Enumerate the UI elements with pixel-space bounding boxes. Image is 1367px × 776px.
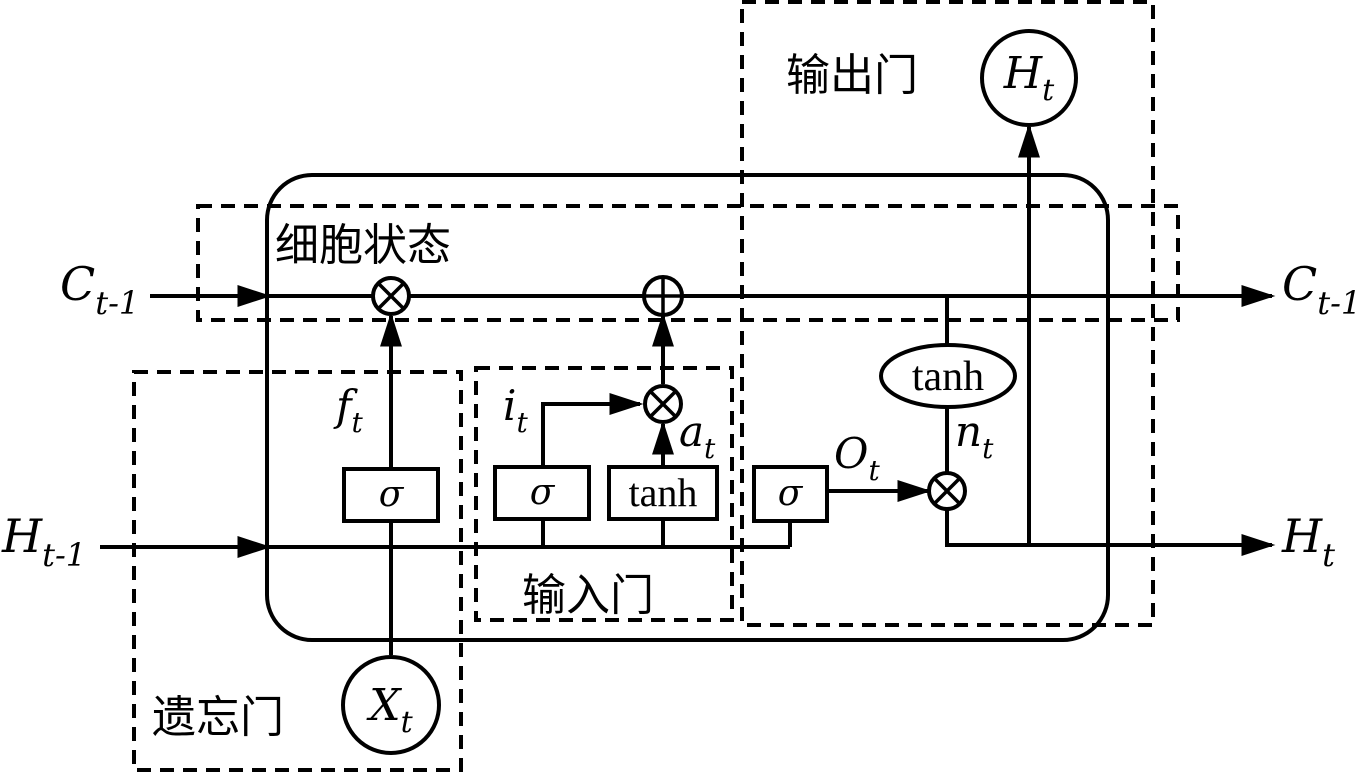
input-sigma-label: σ bbox=[530, 472, 556, 513]
x-main: X bbox=[366, 680, 402, 731]
input-tanh-block: tanh bbox=[607, 465, 719, 521]
cell-state-region bbox=[196, 204, 1180, 322]
input-sigma-block: σ bbox=[493, 465, 591, 521]
output-tanh-label: tanh bbox=[912, 354, 984, 400]
svg-text:Ht: Ht bbox=[1003, 48, 1055, 108]
h-out-sub: t bbox=[1322, 536, 1335, 574]
a-sub: t bbox=[704, 432, 716, 465]
output-gate-label: 输出门 bbox=[786, 50, 918, 101]
output-tanh-block: tanh bbox=[879, 343, 1017, 409]
i-signal-label: it bbox=[503, 381, 528, 439]
forget-multiply-icon bbox=[371, 276, 411, 316]
i-sub: t bbox=[516, 406, 528, 439]
c-out-sub: t-1 bbox=[1317, 284, 1361, 322]
input-multiply-icon bbox=[643, 384, 683, 424]
forget-sigma-block: σ bbox=[342, 467, 440, 523]
input-signal-line bbox=[541, 393, 644, 467]
o-main: O bbox=[834, 429, 868, 478]
o-sub: t bbox=[868, 454, 880, 487]
hidden-out-line bbox=[945, 510, 1276, 556]
i-main: i bbox=[503, 381, 516, 430]
add-icon bbox=[642, 275, 684, 317]
h-out-main: H bbox=[1281, 509, 1323, 563]
c-in-sub: t-1 bbox=[95, 284, 139, 322]
a-main: a bbox=[679, 407, 704, 456]
a-signal-label: at bbox=[679, 407, 716, 465]
forget-gate-label: 遗忘门 bbox=[152, 692, 284, 743]
h-in-main: H bbox=[1, 509, 43, 563]
o-signal-label: Ot bbox=[834, 429, 880, 487]
input-gate-label: 输入门 bbox=[522, 570, 654, 621]
output-sigma-block: σ bbox=[752, 465, 829, 523]
n-sub: t bbox=[982, 432, 994, 465]
cell-state-label: 细胞状态 bbox=[275, 220, 451, 271]
n-signal-label: nt bbox=[955, 407, 994, 465]
x-input-node: Xt bbox=[341, 655, 441, 755]
c-out-label: Ct-1 bbox=[1282, 257, 1361, 322]
svg-text:Xt: Xt bbox=[366, 680, 413, 740]
h-in-sub: t-1 bbox=[42, 536, 86, 574]
input-tanh-label: tanh bbox=[629, 470, 698, 515]
forget-gate-region bbox=[132, 370, 463, 772]
h-out-label: Ht bbox=[1281, 509, 1335, 574]
c-out-main: C bbox=[1282, 257, 1317, 311]
lstm-cell-boundary bbox=[265, 173, 1110, 642]
c-in-main: C bbox=[60, 257, 95, 311]
output-multiply-icon bbox=[927, 471, 967, 511]
h-in-label: Ht-1 bbox=[1, 509, 86, 574]
input-gate-region bbox=[474, 366, 734, 622]
forget-sigma-label: σ bbox=[379, 474, 405, 515]
output-gate-region bbox=[740, 0, 1155, 627]
n-main: n bbox=[955, 407, 982, 456]
f-signal-label: ft bbox=[333, 381, 364, 439]
h-top-sub: t bbox=[1042, 73, 1055, 108]
x-sub: t bbox=[401, 705, 414, 740]
c-in-label: Ct-1 bbox=[60, 257, 139, 322]
h-top-main: H bbox=[1003, 48, 1044, 99]
output-sigma-label: σ bbox=[778, 473, 804, 514]
f-sub: t bbox=[352, 406, 364, 439]
h-output-node: Ht bbox=[980, 29, 1078, 127]
